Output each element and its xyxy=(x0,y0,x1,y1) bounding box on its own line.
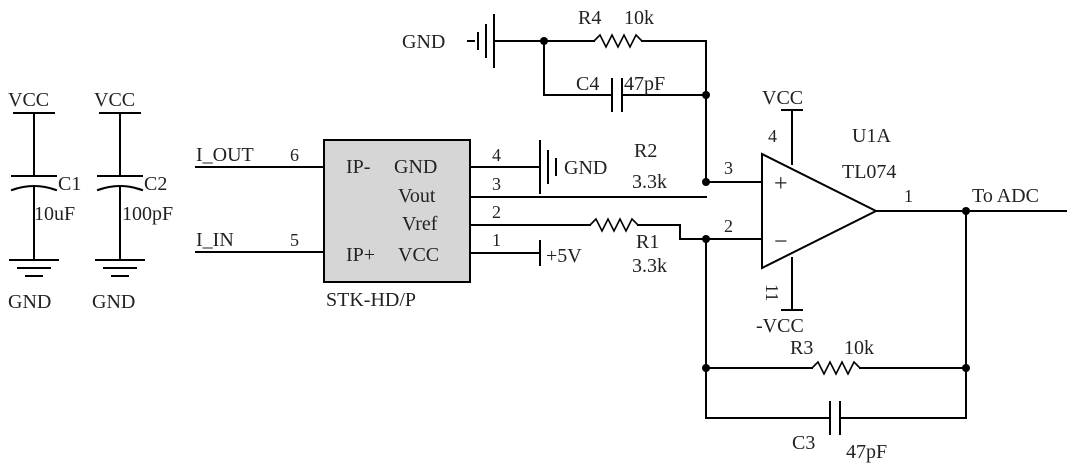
capacitor-c2: VCC C2 100pF GND xyxy=(92,89,173,313)
opamp-pin-11: 11 xyxy=(762,284,782,301)
c1-vcc-label: VCC xyxy=(8,89,49,111)
opamp-u1a: + − 3 2 U1A TL074 VCC 4 -VCC 11 1 To ADC xyxy=(724,87,1067,337)
r2-ref: R2 xyxy=(634,140,657,162)
opamp-pin-2: 2 xyxy=(724,216,733,236)
opamp-pin-1: 1 xyxy=(904,186,913,206)
opamp-part: TL074 xyxy=(842,161,896,183)
c4-value: 47pF xyxy=(624,73,665,95)
net-label-i-out: I_OUT xyxy=(196,144,254,166)
opamp-ref: U1A xyxy=(852,125,891,147)
opamp-pin-4: 4 xyxy=(768,126,777,146)
net-label-to-adc: To ADC xyxy=(972,185,1039,207)
c1-gnd-label: GND xyxy=(8,291,51,313)
sensor-pin-vcc: VCC xyxy=(398,244,439,266)
resistor-r1: R1 3.3k xyxy=(589,217,763,277)
c3-value: 47pF xyxy=(846,441,887,463)
top-gnd-label: GND xyxy=(402,31,445,53)
opamp-minus-sign: − xyxy=(774,229,788,255)
sensor-output-wires: 4 GND 3 2 1 +5V xyxy=(469,140,707,267)
c4-ref: C4 xyxy=(576,73,599,95)
c2-value: 100pF xyxy=(122,203,173,225)
opamp-pin-3: 3 xyxy=(724,158,733,178)
current-sensor-stk: IP- GND Vout Vref IP+ VCC STK-HD/P xyxy=(323,139,471,311)
sensor-pin-number-5: 5 xyxy=(290,230,299,250)
c2-ref: C2 xyxy=(144,173,167,195)
r4-ref: R4 xyxy=(578,7,601,29)
sensor-pin-vout: Vout xyxy=(398,185,436,207)
sensor-pin-number-2: 2 xyxy=(492,202,501,222)
r1-ref: R1 xyxy=(636,231,659,253)
junction-dots xyxy=(540,37,970,372)
c1-value: 10uF xyxy=(34,203,75,225)
resistor-r2: R2 3.3k xyxy=(632,140,667,193)
sensor-pin-number-3: 3 xyxy=(492,174,501,194)
junction-dot xyxy=(540,37,548,45)
net-label-i-in: I_IN xyxy=(196,229,234,251)
c1-ref: C1 xyxy=(58,173,81,195)
junction-dot xyxy=(962,207,970,215)
sensor-pin-vref: Vref xyxy=(402,213,438,235)
r4-value: 10k xyxy=(624,7,654,29)
c2-gnd-label: GND xyxy=(92,291,135,313)
opamp-vcc-label: VCC xyxy=(762,87,803,109)
junction-dot xyxy=(702,235,710,243)
opamp-neg-vcc-label: -VCC xyxy=(756,315,804,337)
sensor-pin-number-1: 1 xyxy=(492,230,501,250)
sensor-pin-ip-plus: IP+ xyxy=(346,244,375,266)
c3-ref: C3 xyxy=(792,432,815,454)
top-network: GND R4 10k C4 47pF xyxy=(402,7,707,183)
bottom-network: R3 10k C3 47pF xyxy=(705,210,967,463)
capacitor-c1: VCC C1 10uF GND xyxy=(8,89,81,313)
sensor-gnd-label: GND xyxy=(564,157,607,179)
junction-dot xyxy=(702,91,710,99)
junction-dot xyxy=(962,364,970,372)
r3-ref: R3 xyxy=(790,337,813,359)
c2-vcc-label: VCC xyxy=(94,89,135,111)
opamp-plus-sign: + xyxy=(774,171,788,197)
r3-value: 10k xyxy=(844,337,874,359)
r1-value: 3.3k xyxy=(632,255,667,277)
plus5v-label: +5V xyxy=(546,245,582,267)
sensor-pin-ip-minus: IP- xyxy=(346,156,370,178)
sensor-pin-number-6: 6 xyxy=(290,145,299,165)
sensor-part-label: STK-HD/P xyxy=(326,289,416,311)
junction-dot xyxy=(702,364,710,372)
r2-value: 3.3k xyxy=(632,171,667,193)
sensor-pin-gnd: GND xyxy=(394,156,437,178)
junction-dot xyxy=(702,178,710,186)
sensor-input-wires: I_OUT 6 I_IN 5 xyxy=(195,144,325,253)
sensor-pin-number-4: 4 xyxy=(492,145,501,165)
